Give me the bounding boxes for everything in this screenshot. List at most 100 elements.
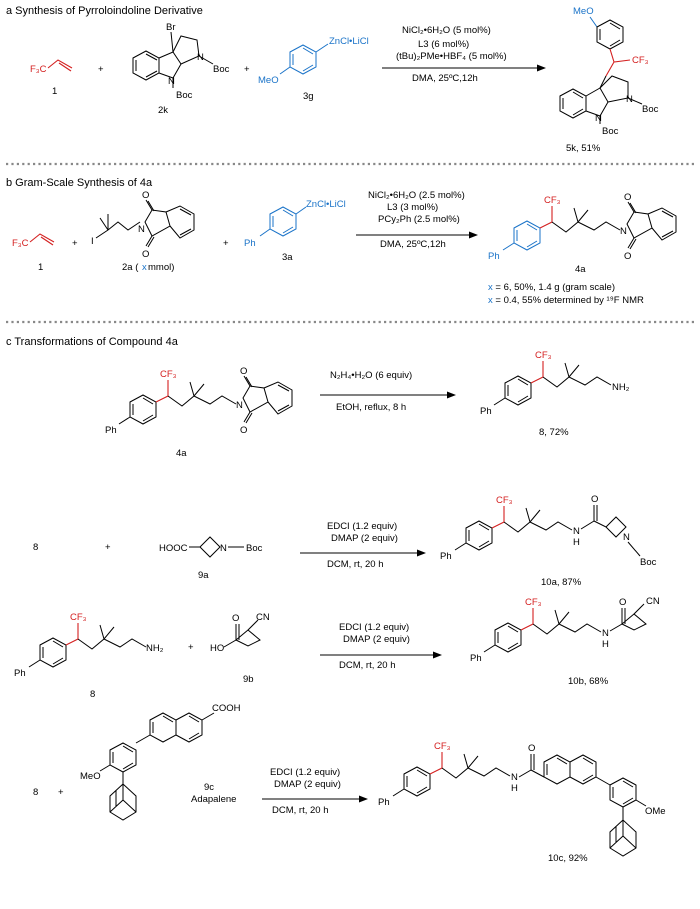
svg-text:2a (: 2a ( <box>122 262 139 273</box>
svg-text:8, 72%: 8, 72% <box>539 427 569 438</box>
svg-text:Boc: Boc <box>213 64 230 75</box>
svg-text:CN: CN <box>646 596 660 607</box>
reagent-1-a: F₃C 1 <box>30 59 73 97</box>
svg-text:CF₃: CF₃ <box>160 369 177 380</box>
svg-text:CF₃: CF₃ <box>525 597 542 608</box>
svg-text:ZnCl•LiCl: ZnCl•LiCl <box>329 36 369 47</box>
svg-text:HO: HO <box>210 643 224 654</box>
reagent-3g: ZnCl•LiCl MeO 3g <box>258 36 369 102</box>
arrow-a <box>382 64 546 72</box>
svg-text:F₃C: F₃C <box>12 238 29 249</box>
svg-text:N: N <box>623 532 630 543</box>
svg-text:OMe: OMe <box>645 806 666 817</box>
section-c-title: c Transformations of Compound 4a <box>6 336 179 348</box>
svg-text:CF₃: CF₃ <box>434 741 451 752</box>
svg-text:EDCI (1.2 equiv): EDCI (1.2 equiv) <box>339 622 409 633</box>
svg-text:Ph: Ph <box>14 668 26 679</box>
svg-text:H: H <box>511 783 518 794</box>
svg-text:N: N <box>236 400 243 411</box>
svg-text:N: N <box>573 526 580 537</box>
svg-text:3g: 3g <box>303 91 314 102</box>
svg-text:MeO: MeO <box>80 771 101 782</box>
svg-text:4a: 4a <box>575 264 586 275</box>
svg-text:ZnCl•LiCl: ZnCl•LiCl <box>306 199 346 210</box>
svg-text:N: N <box>595 113 602 124</box>
c-r1-product-8: Ph CF₃ NH₂ 8, 72% <box>480 350 630 438</box>
svg-text:DCM, rt, 20 h: DCM, rt, 20 h <box>272 805 329 816</box>
svg-text:O: O <box>591 494 598 505</box>
plus-b2: + <box>223 238 229 249</box>
svg-text:O: O <box>624 192 631 203</box>
svg-text:CF₃: CF₃ <box>70 612 87 623</box>
svg-text:Boc: Boc <box>642 104 659 115</box>
svg-text:HOOC: HOOC <box>159 543 188 554</box>
svg-text:MeO: MeO <box>573 6 594 17</box>
svg-text:Ph: Ph <box>378 797 390 808</box>
c-r4-sm-label: 8 <box>33 787 38 798</box>
svg-text:NH₂: NH₂ <box>612 382 630 393</box>
conditions-a: NiCl₂•6H₂O (5 mol%) L3 (6 mol%) (tBu)₂PM… <box>396 25 507 84</box>
svg-text:DMAP (2 equiv): DMAP (2 equiv) <box>343 634 410 645</box>
svg-text:N: N <box>511 772 518 783</box>
svg-text:N: N <box>220 543 227 554</box>
svg-text:CF₃: CF₃ <box>544 195 561 206</box>
plus-a1: + <box>98 64 104 75</box>
c-r1-sm: Ph CF₃ N O O 4a <box>105 366 293 459</box>
svg-text:O: O <box>528 743 535 754</box>
svg-text:Adapalene: Adapalene <box>191 794 236 805</box>
svg-text:x: x <box>142 262 147 273</box>
svg-text:mmol): mmol) <box>148 262 174 273</box>
svg-text:10a, 87%: 10a, 87% <box>541 577 582 588</box>
yield-notes-b: x = 6, 50%, 1.4 g (gram scale) x = 0.4, … <box>488 282 644 306</box>
c-r2-conditions: EDCI (1.2 equiv) DMAP (2 equiv) DCM, rt,… <box>327 521 398 570</box>
reagent-2a: I N O O 2a ( x mmol) <box>91 190 195 273</box>
plus-c4: + <box>58 787 64 798</box>
svg-text:Br: Br <box>166 22 176 33</box>
svg-text:1: 1 <box>38 262 43 273</box>
section-a-title: a Synthesis of Pyrroloindoline Derivativ… <box>6 5 203 17</box>
svg-text:Boc: Boc <box>640 557 657 568</box>
reagent-9b: HO O CN 9b <box>210 612 270 685</box>
plus-c2: + <box>105 542 111 553</box>
c-r3-sm-8: Ph CF₃ NH₂ 8 <box>14 612 164 700</box>
svg-text:O: O <box>619 597 626 608</box>
svg-text:DCM, rt, 20 h: DCM, rt, 20 h <box>339 660 396 671</box>
reagent-2k: Br N Boc N Boc 2k <box>132 22 230 116</box>
svg-text:(tBu)₂PMe•HBF₄ (5 mol%): (tBu)₂PMe•HBF₄ (5 mol%) <box>396 51 507 62</box>
svg-text:N: N <box>602 628 609 639</box>
svg-text:5k, 51%: 5k, 51% <box>566 143 601 154</box>
svg-text:DCM, rt, 20 h: DCM, rt, 20 h <box>327 559 384 570</box>
svg-text:x = 6, 50%, 1.4 g (gram scale): x = 6, 50%, 1.4 g (gram scale) <box>488 282 615 293</box>
c-r2-product-10a: Ph CF₃ N H O N Boc 10a, 87% <box>440 494 657 588</box>
svg-text:O: O <box>232 613 239 624</box>
svg-text:Boc: Boc <box>602 126 619 137</box>
arrow-c2 <box>300 549 426 557</box>
svg-text:10b, 68%: 10b, 68% <box>568 676 609 687</box>
c-r4-conditions: EDCI (1.2 equiv) DMAP (2 equiv) DCM, rt,… <box>270 767 341 816</box>
section-b-title: b Gram-Scale Synthesis of 4a <box>6 177 153 189</box>
c-r1-conditions: N₂H₄•H₂O (6 equiv) EtOH, reflux, 8 h <box>330 370 412 413</box>
svg-text:DMA, 25ºC,12h: DMA, 25ºC,12h <box>412 73 478 84</box>
svg-text:CN: CN <box>256 612 270 623</box>
reagent-3a: ZnCl•LiCl Ph 3a <box>244 199 346 263</box>
svg-text:x = 0.4, 55% determined by ¹⁹F: x = 0.4, 55% determined by ¹⁹F NMR <box>488 295 644 306</box>
reagent-9c-adapalene: COOH MeO 9c Adapalene <box>80 703 241 821</box>
svg-text:Ph: Ph <box>440 551 452 562</box>
svg-text:9a: 9a <box>198 570 209 581</box>
svg-text:O: O <box>240 366 247 377</box>
svg-text:O: O <box>624 251 631 262</box>
svg-text:O: O <box>142 249 149 260</box>
svg-text:COOH: COOH <box>212 703 241 714</box>
svg-text:N: N <box>138 224 145 235</box>
svg-text:3a: 3a <box>282 252 293 263</box>
c-r4-product-10c: Ph CF₃ N H O OMe 10c, 92% <box>378 741 666 864</box>
arrow-b <box>356 231 478 239</box>
svg-text:4a: 4a <box>176 448 187 459</box>
svg-text:Ph: Ph <box>105 425 117 436</box>
svg-text:NiCl₂•6H₂O (2.5 mol%): NiCl₂•6H₂O (2.5 mol%) <box>368 190 465 201</box>
svg-text:Boc: Boc <box>246 543 263 554</box>
conditions-b: NiCl₂•6H₂O (2.5 mol%) L3 (3 mol%) PCy₂Ph… <box>368 190 465 250</box>
svg-text:PCy₂Ph (2.5 mol%): PCy₂Ph (2.5 mol%) <box>378 214 460 225</box>
svg-text:Boc: Boc <box>176 90 193 101</box>
svg-text:Ph: Ph <box>480 406 492 417</box>
